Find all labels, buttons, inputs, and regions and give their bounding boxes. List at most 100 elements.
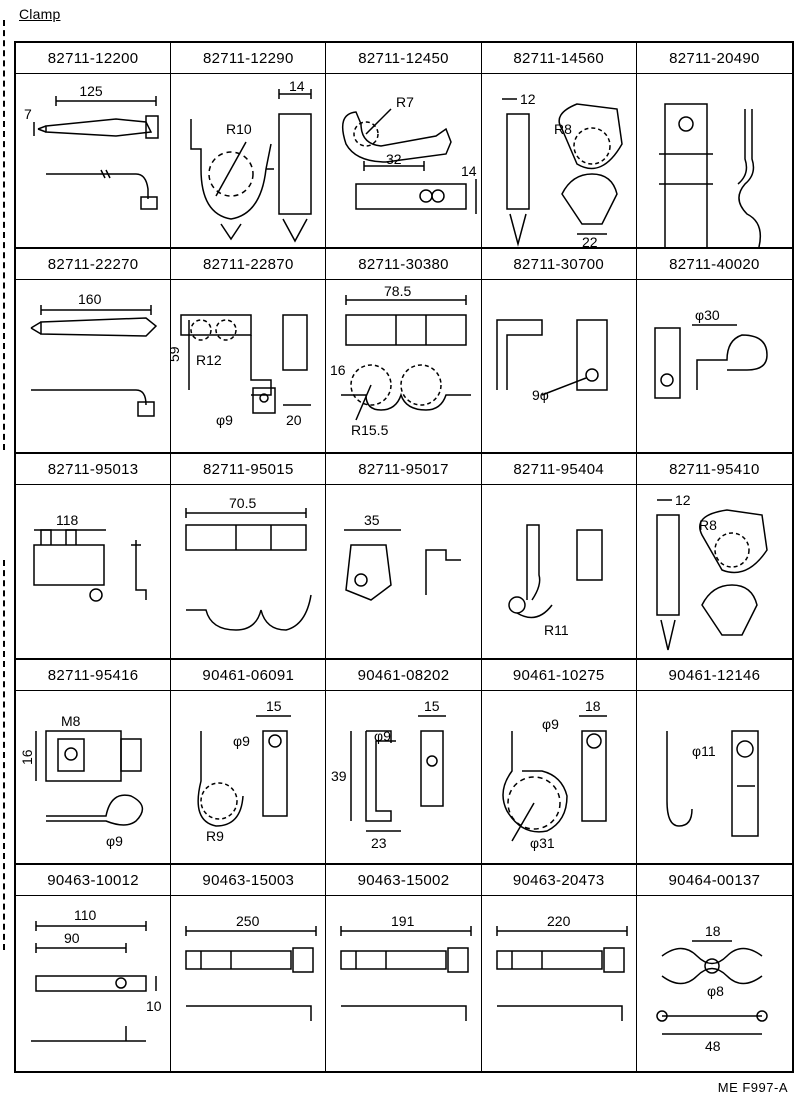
dim-label: 14 [461,163,477,179]
clamp-drawing: 118 [16,485,171,660]
part-number: 82711-95416 [16,660,171,691]
part-number: 90461-12146 [636,660,792,691]
part-number: 82711-12290 [171,43,326,74]
dim-label: R11 [544,622,569,638]
dim-label: 9φ [532,387,549,403]
dim-label: 12 [675,492,691,508]
clamp-drawing: 18 φ8 48 [637,896,792,1071]
clamp-drawing: 59 R12 φ9 20 [171,280,326,453]
dim-label: 48 [705,1038,721,1054]
part-cell: 82711-22870 59 R12 φ9 20 [171,248,327,455]
clamp-drawing: φ9 18 φ31 [482,691,637,864]
part-number: 82711-22270 [16,249,171,280]
dim-label: 22 [582,234,598,249]
dim-label: 12 [520,91,536,107]
dim-label: 32 [386,151,402,167]
part-number: 90463-15002 [326,865,481,897]
part-number: 82711-30700 [481,249,636,280]
clamp-drawing: 12 R8 [637,485,792,660]
page-title: Clamp [19,6,61,22]
part-cell: 82711-95410 12 R8 [636,454,792,660]
clamp-drawing: φ9 15 39 23 [326,691,481,864]
clamp-drawing: 110 90 10 [16,896,170,1071]
part-number: 90463-10012 [16,865,171,897]
part-cell: 82711-95013 118 [16,454,172,660]
part-cell: 82711-12450 R7 32 14 [326,43,482,249]
part-cell: 90463-15003 250 [171,865,327,1071]
part-cell: 82711-30380 78.5 16 R15.5 [326,248,482,455]
part-cell: 90461-12146 φ11 [636,660,792,866]
clamp-drawing: R11 [482,485,637,658]
part-cell: 82711-14560 12 R8 22 [481,43,637,249]
part-cell: 90463-15002 191 [326,865,482,1071]
dim-label: R10 [226,121,252,137]
dim-label: φ9 [106,833,123,849]
dim-label: φ8 [707,983,724,999]
part-number: 90461-10275 [481,660,636,691]
clamp-drawing: φ11 [637,691,792,866]
clamp-drawing: R7 32 14 [326,74,480,249]
clamp-drawing: 125 7 [16,74,171,249]
dim-label: φ9 [374,728,391,744]
dim-label: 160 [78,291,102,307]
part-cell: 90461-06091 15 φ9 R9 [171,659,327,866]
dim-label: R8 [699,517,717,533]
part-number: 82711-95013 [16,454,171,486]
dim-label: 110 [74,907,97,923]
part-cell: 90464-00137 18 φ8 48 [636,865,792,1071]
dim-label: 10 [146,998,162,1014]
part-cell: 90461-08202 φ9 15 39 23 [326,659,482,866]
dim-label: 15 [424,698,440,714]
part-cell: 82711-12290 R10 14 [171,43,327,249]
part-number: 82711-30380 [326,249,481,280]
dim-label: R7 [396,94,414,110]
part-cell: 82711-12200 125 7 [16,43,172,249]
clamp-drawing: 220 [482,896,637,1071]
part-cell: 82711-95404 R11 [481,454,637,660]
dim-label: 78.5 [384,283,411,299]
clamp-drawing: 35 [326,485,481,660]
binding-edge [3,560,5,950]
dim-label: φ9 [233,733,250,749]
part-number: 82711-95017 [326,454,481,486]
dim-label: 16 [330,362,346,378]
dim-label: R8 [554,121,572,137]
clamp-drawing: 191 [326,896,481,1071]
dim-label: φ11 [692,743,716,759]
clamp-drawing: 78.5 16 R15.5 [326,280,481,453]
dim-label: 18 [705,923,721,939]
clamp-drawing: R10 14 [171,74,326,249]
dim-label: 23 [371,835,387,851]
part-number: 90461-06091 [171,660,326,691]
part-number: 82711-14560 [481,43,636,74]
dim-label: M8 [61,713,81,729]
dim-label: 250 [236,913,260,929]
dim-label: 20 [286,412,302,428]
part-cell: 82711-22270 160 [16,248,172,455]
clamp-catalog-grid: 82711-12200 125 7 82711-12290 [14,41,794,1073]
clamp-drawing: 160 [16,280,171,455]
part-number: 82711-95410 [636,454,792,486]
clamp-drawing: φ30 [637,280,792,455]
part-cell: 90461-10275 φ9 18 φ31 [481,659,637,866]
part-number: 82711-95015 [171,454,326,486]
dim-label: 220 [547,913,571,929]
part-cell: 90463-20473 220 [481,865,637,1071]
part-cell: 82711-30700 9φ [481,248,637,455]
clamp-drawing: M8 16 φ9 [16,691,171,864]
dim-label: φ9 [542,716,559,732]
part-cell: 82711-95015 70.5 [171,454,327,660]
clamp-drawing: 70.5 [171,485,326,660]
part-cell: 82711-20490 [636,43,792,249]
dim-label: 191 [391,913,415,929]
dim-label: 16 [19,749,35,765]
dim-label: φ31 [530,835,555,851]
dim-label: 70.5 [229,495,256,511]
dim-label: φ9 [216,412,233,428]
dim-label: 39 [331,768,347,784]
dim-label: 59 [171,346,182,362]
part-cell: 90463-10012 110 90 10 [16,865,172,1071]
dim-label: R9 [206,828,224,844]
dim-label: 14 [289,78,305,94]
dim-label: φ30 [695,307,720,323]
